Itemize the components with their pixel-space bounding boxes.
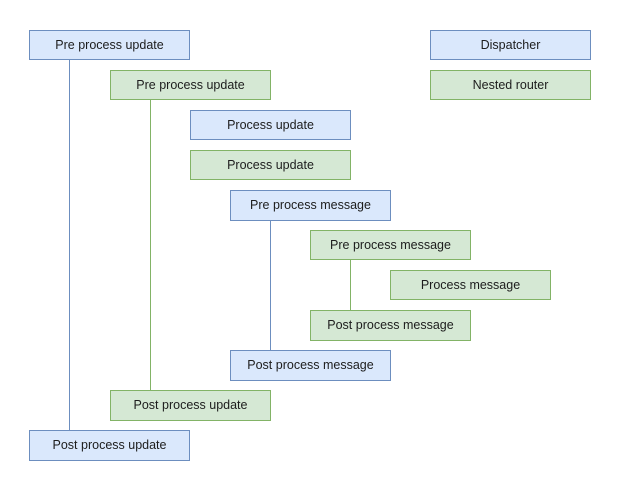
node-label: Post process update (52, 438, 167, 453)
node-post-process-update-nested[interactable]: Post process update (110, 390, 271, 421)
node-label: Pre process message (250, 198, 371, 213)
node-label: Pre process update (136, 77, 245, 92)
node-label: Pre process message (330, 237, 451, 252)
node-label: Process update (227, 117, 314, 132)
node-process-update-nested[interactable]: Process update (190, 150, 351, 180)
node-pre-process-update-nested[interactable]: Pre process update (110, 70, 271, 100)
node-pre-process-message-dispatcher[interactable]: Pre process message (230, 190, 391, 221)
connector-pre-process-update-nested-to-post-process-update-nested (150, 100, 151, 390)
node-label: Post process update (133, 398, 248, 413)
node-label: Process message (420, 277, 521, 292)
node-label: Process update (227, 157, 314, 172)
node-label: Post process message (327, 318, 454, 333)
node-post-process-message-dispatcher[interactable]: Post process message (230, 350, 391, 381)
node-pre-process-message-nested[interactable]: Pre process message (310, 230, 471, 260)
node-label: Pre process update (55, 37, 164, 52)
legend-item-nested-router[interactable]: Nested router (430, 70, 591, 100)
node-pre-process-update-dispatcher[interactable]: Pre process update (29, 30, 190, 60)
connector-pre-process-update-dispatcher-to-post-process-update-dispatcher (69, 60, 70, 430)
node-post-process-message-nested[interactable]: Post process message (310, 310, 471, 341)
legend-item-label: Nested router (472, 77, 549, 92)
node-label: Post process message (247, 358, 374, 373)
connector-pre-process-message-nested-to-post-process-message-nested (350, 260, 351, 310)
legend-item-dispatcher[interactable]: Dispatcher (430, 30, 591, 60)
node-process-message-nested[interactable]: Process message (390, 270, 551, 300)
node-process-update-dispatcher[interactable]: Process update (190, 110, 351, 140)
connector-pre-process-message-dispatcher-to-post-process-message-dispatcher (270, 221, 271, 350)
legend-item-label: Dispatcher (480, 37, 541, 52)
node-post-process-update-dispatcher[interactable]: Post process update (29, 430, 190, 461)
